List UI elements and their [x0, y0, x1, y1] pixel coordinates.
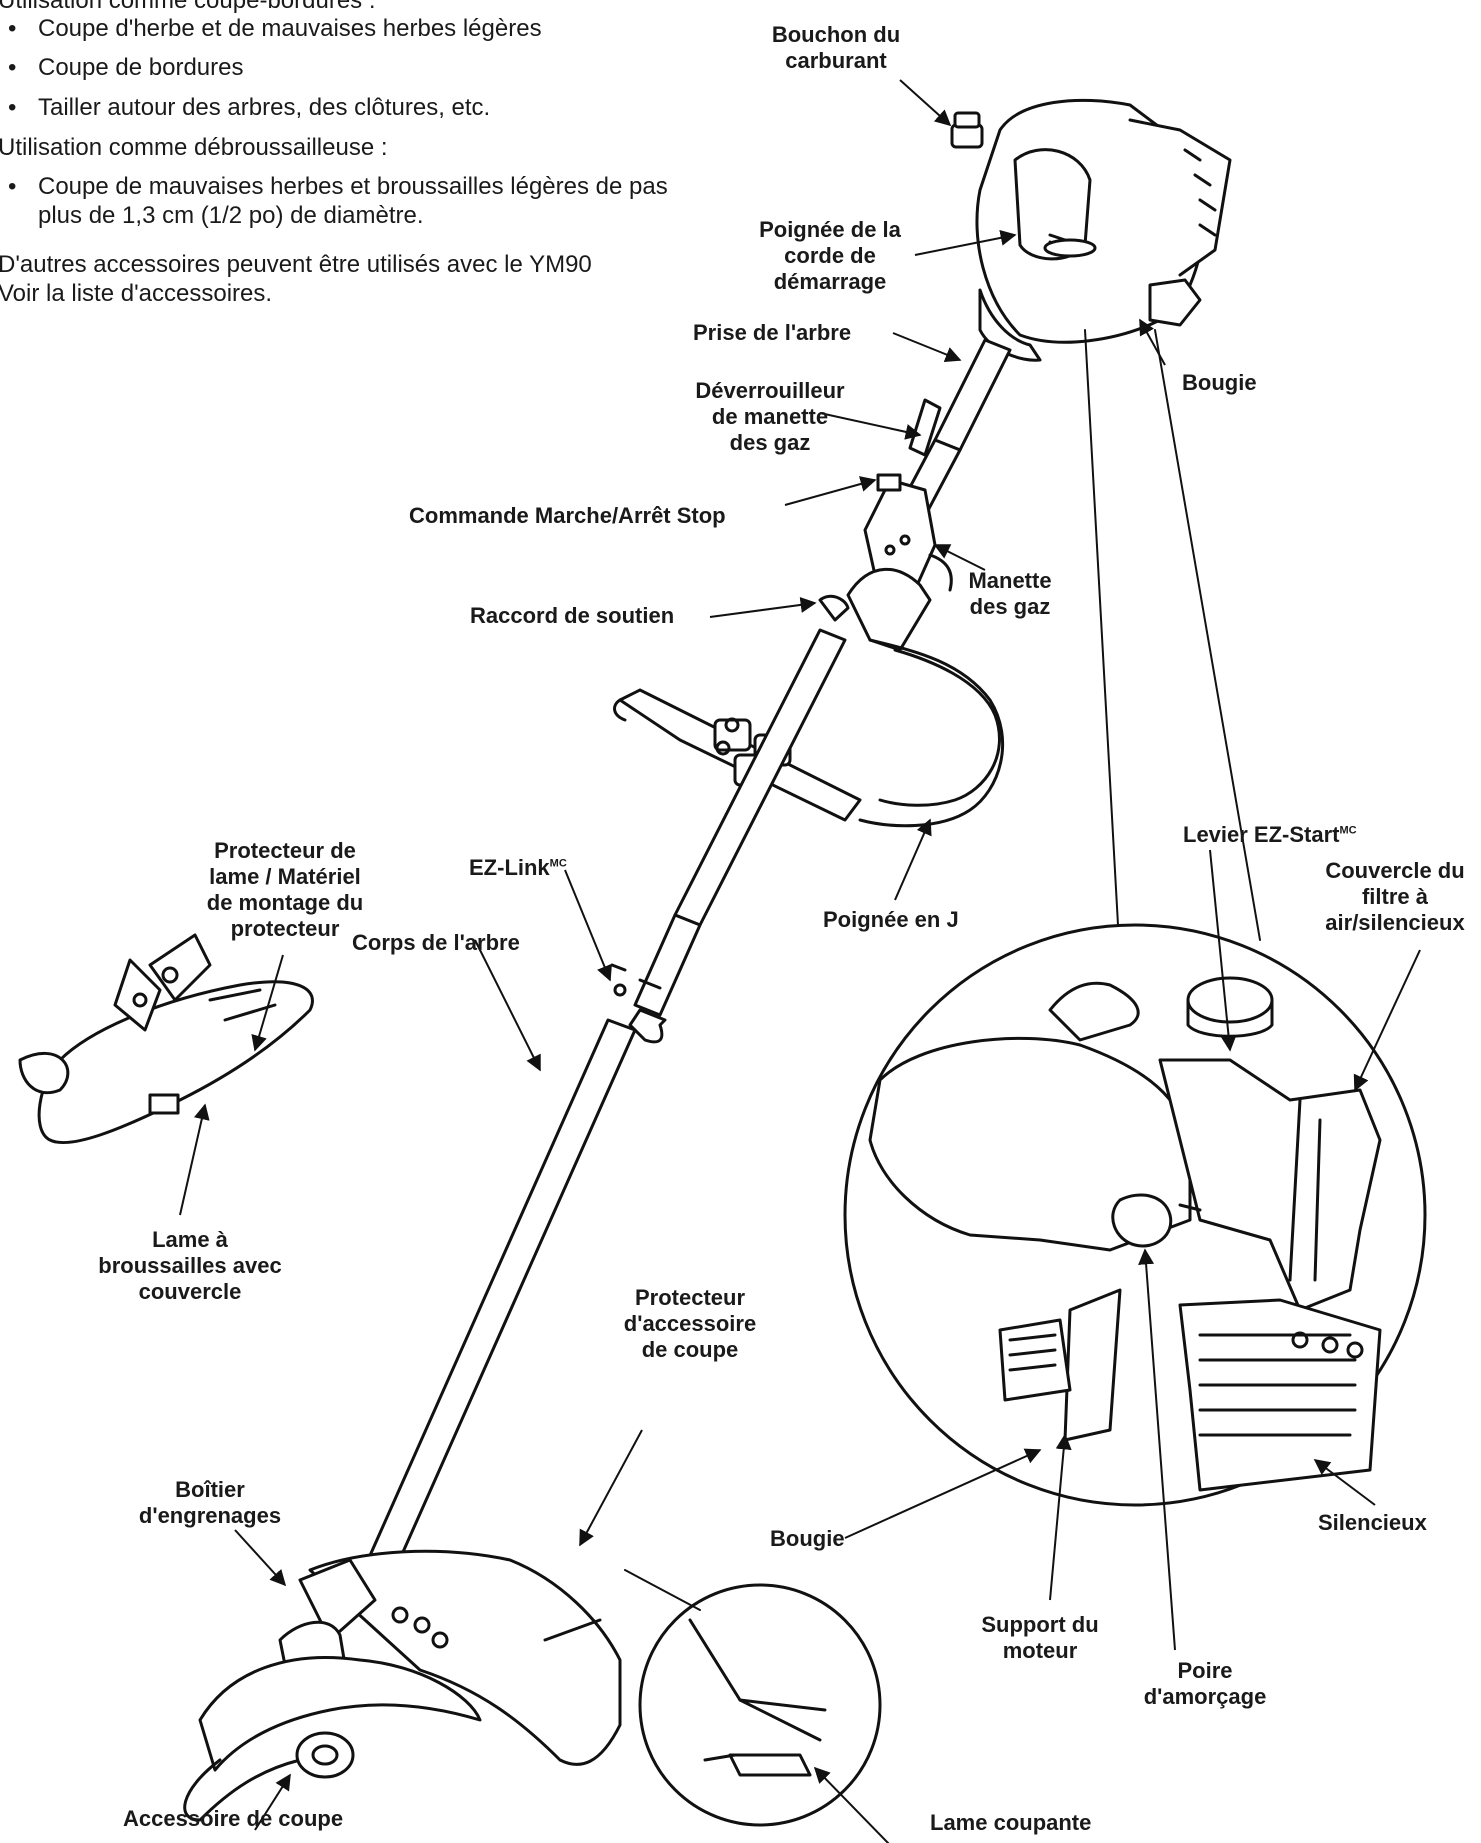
cutting-head [183, 1549, 622, 1822]
label-cutting-attachment: Accessoire de coupe [123, 1806, 344, 1831]
label-muffler: Silencieux [1318, 1510, 1427, 1535]
trimmer-use-3: Tailler autour des arbres, des clôtures,… [38, 94, 491, 121]
label-on-off-switch: Commande Marche/Arrêt Stop [409, 503, 726, 528]
label-ez-link: EZ-LinkMC [469, 855, 567, 880]
label-j-handle: Poignée en J [823, 907, 959, 932]
label-shaft-socket: Prise de l'arbre [693, 320, 852, 345]
label-spark-plug-detail: Bougie [770, 1526, 845, 1551]
bullet: • [8, 173, 17, 200]
trimmer-heading: Utilisation comme coupe-bordures : [0, 0, 376, 14]
bullet: • [8, 94, 17, 121]
engine-head [950, 98, 1232, 362]
bullet: • [8, 15, 17, 42]
label-shaft-body: Corps de l'arbre [352, 930, 520, 955]
upper-shaft [863, 338, 1012, 592]
bullet: • [8, 54, 17, 81]
blade-guard [18, 933, 314, 1145]
label-support-fitting: Raccord de soutien [470, 603, 675, 628]
main-shaft [366, 628, 847, 1572]
label-ez-start-lever: Levier EZ-StartMC [1183, 822, 1357, 847]
j-handle [613, 567, 1005, 828]
label-cutting-blade: Lame coupante [930, 1810, 1092, 1835]
brush-heading: Utilisation comme débroussailleuse : [0, 134, 388, 161]
trimmer-use-2: Coupe de bordures [38, 54, 244, 81]
trimmer-use-1: Coupe d'herbe et de mauvaises herbes lég… [38, 15, 542, 42]
blade-detail [638, 1583, 882, 1827]
engine-detail [843, 923, 1427, 1507]
accessories-note-2: Voir la liste d'accessoires. [0, 280, 273, 307]
label-spark-plug-top: Bougie [1182, 370, 1257, 395]
accessories-note-1: D'autres accessoires peuvent être utilis… [0, 251, 592, 278]
brush-use-1: Coupe de mauvaises herbes et broussaille… [38, 173, 668, 229]
